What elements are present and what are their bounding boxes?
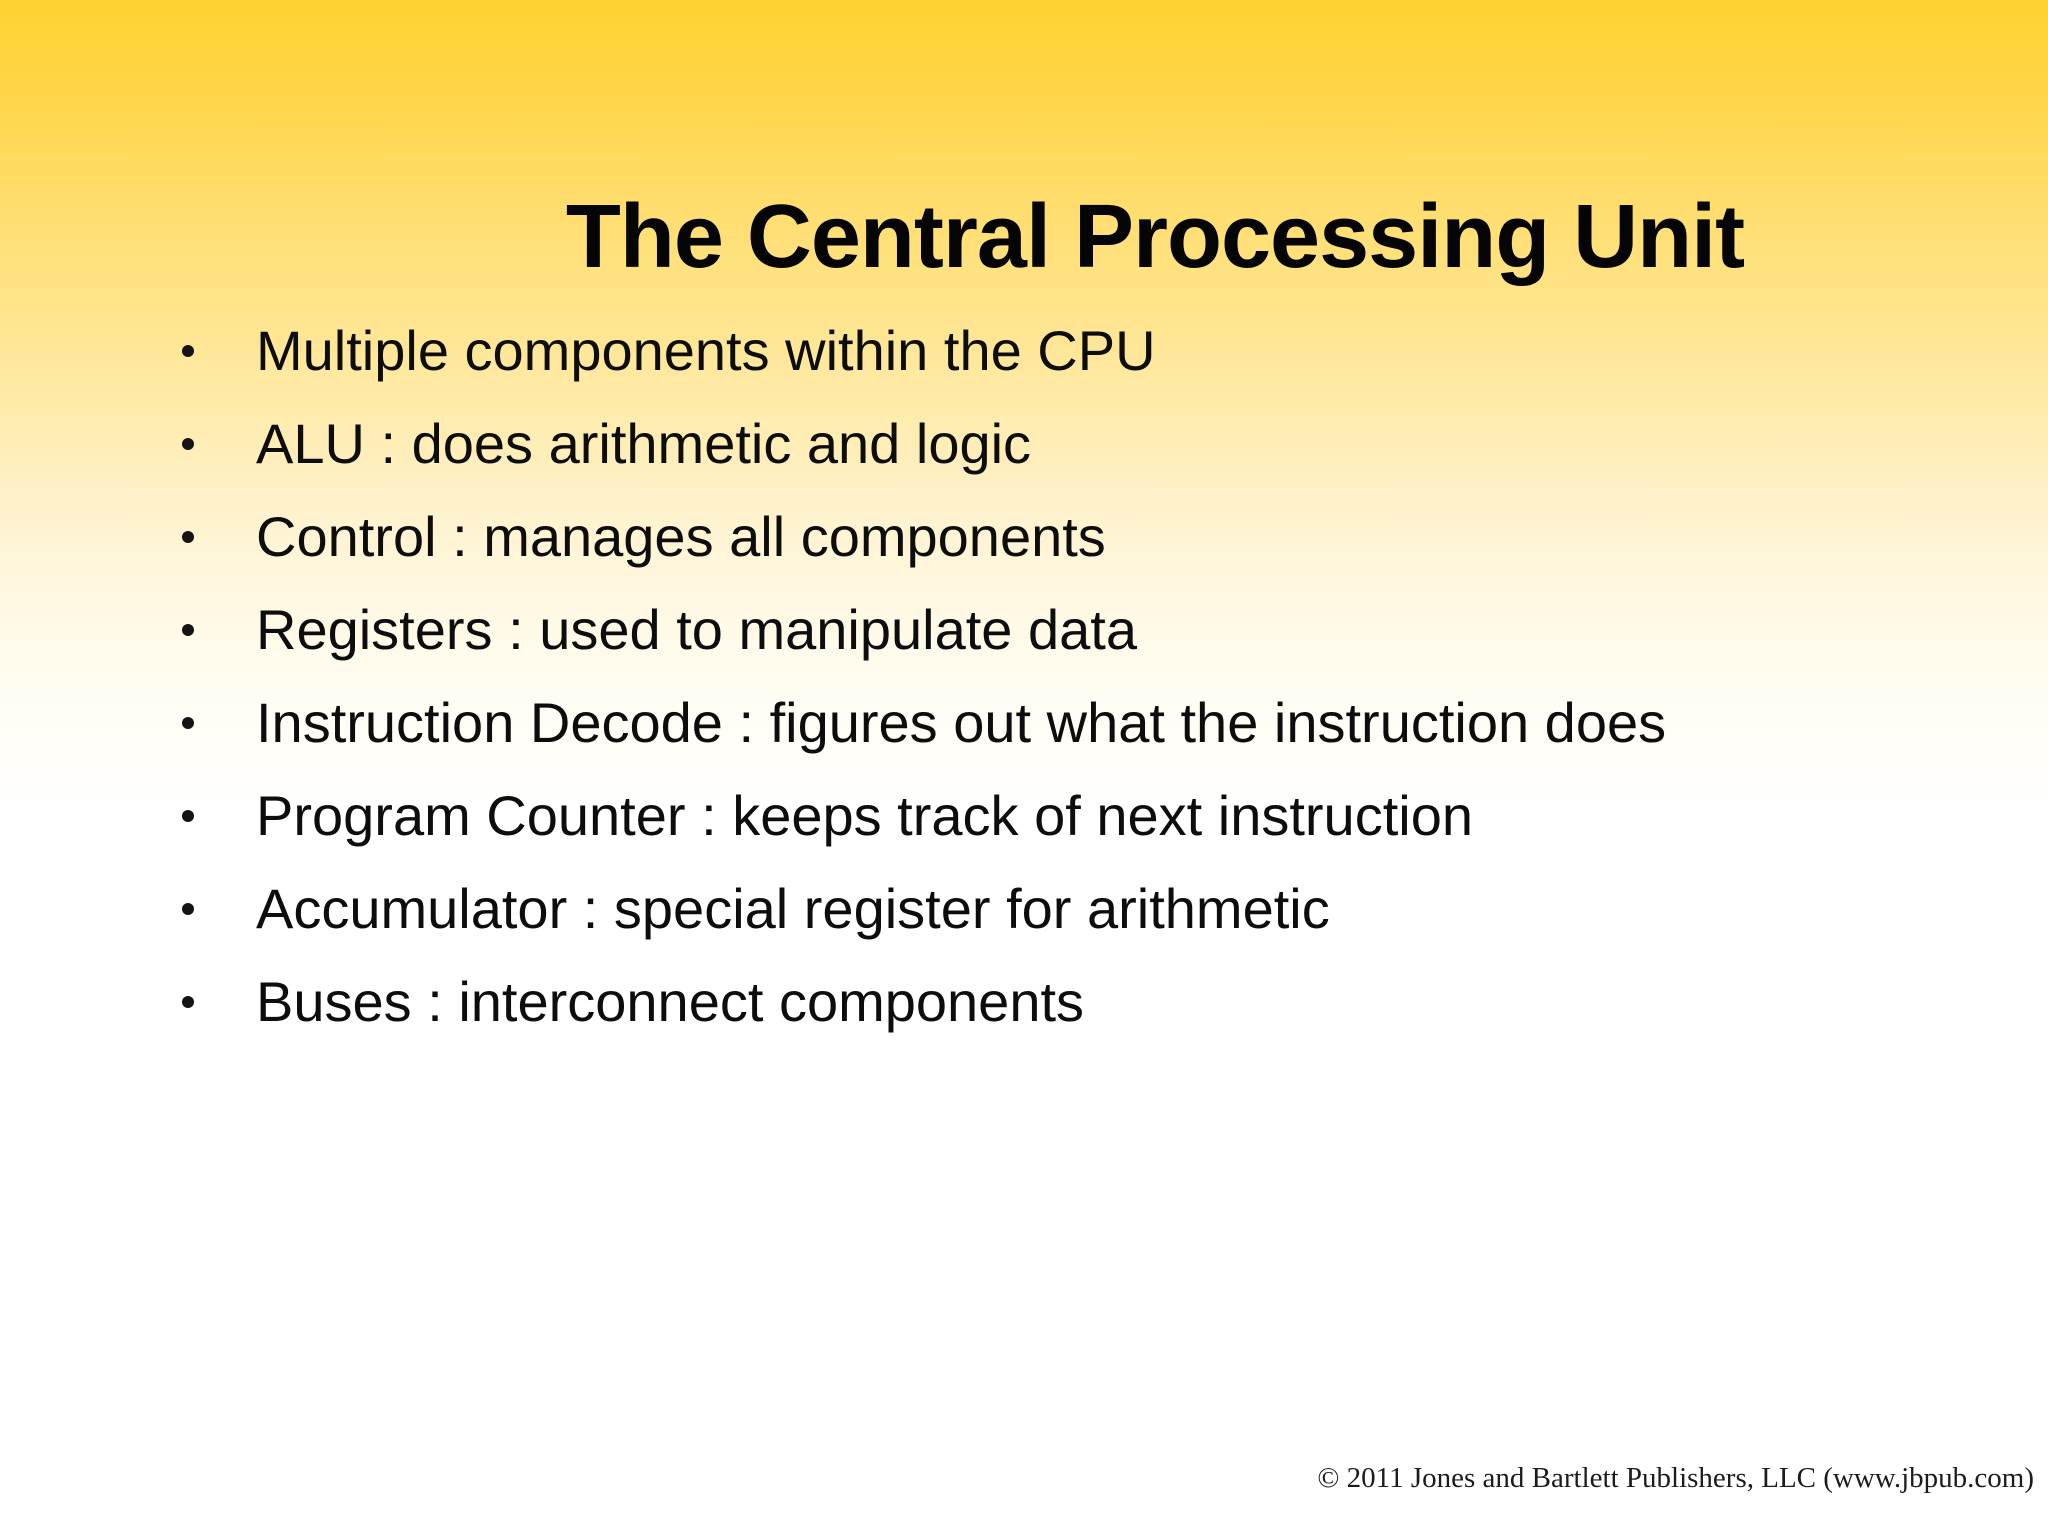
bullet-dot-icon (182, 717, 194, 729)
bullet-item: Instruction Decode : figures out what th… (182, 676, 1988, 769)
bullet-item: ALU : does arithmetic and logic (182, 397, 1988, 490)
bullet-item: Control : manages all components (182, 490, 1988, 583)
bullet-text: Control : manages all components (256, 505, 1106, 568)
bullet-list: Multiple components within the CPU ALU :… (182, 304, 1988, 1048)
bullet-dot-icon (182, 903, 194, 915)
bullet-text: Program Counter : keeps track of next in… (256, 784, 1473, 847)
copyright-footer: © 2011 Jones and Bartlett Publishers, LL… (1317, 1462, 2034, 1494)
bullet-text: Accumulator : special register for arith… (256, 877, 1330, 940)
bullet-item: Registers : used to manipulate data (182, 583, 1988, 676)
bullet-item: Program Counter : keeps track of next in… (182, 769, 1988, 862)
bullet-dot-icon (182, 531, 194, 543)
bullet-text: Registers : used to manipulate data (256, 598, 1137, 661)
bullet-dot-icon (182, 438, 194, 450)
bullet-dot-icon (182, 345, 194, 357)
bullet-text: ALU : does arithmetic and logic (256, 412, 1032, 475)
bullet-item: Buses : interconnect components (182, 955, 1988, 1048)
bullet-dot-icon (182, 996, 194, 1008)
bullet-item: Multiple components within the CPU (182, 304, 1988, 397)
bullet-text: Multiple components within the CPU (256, 319, 1156, 382)
bullet-text: Buses : interconnect components (256, 970, 1085, 1033)
bullet-item: Accumulator : special register for arith… (182, 862, 1988, 955)
slide-title: The Central Processing Unit (565, 187, 1745, 288)
bullet-text: Instruction Decode : figures out what th… (256, 691, 1667, 754)
bullet-dot-icon (182, 810, 194, 822)
bullet-dot-icon (182, 624, 194, 636)
